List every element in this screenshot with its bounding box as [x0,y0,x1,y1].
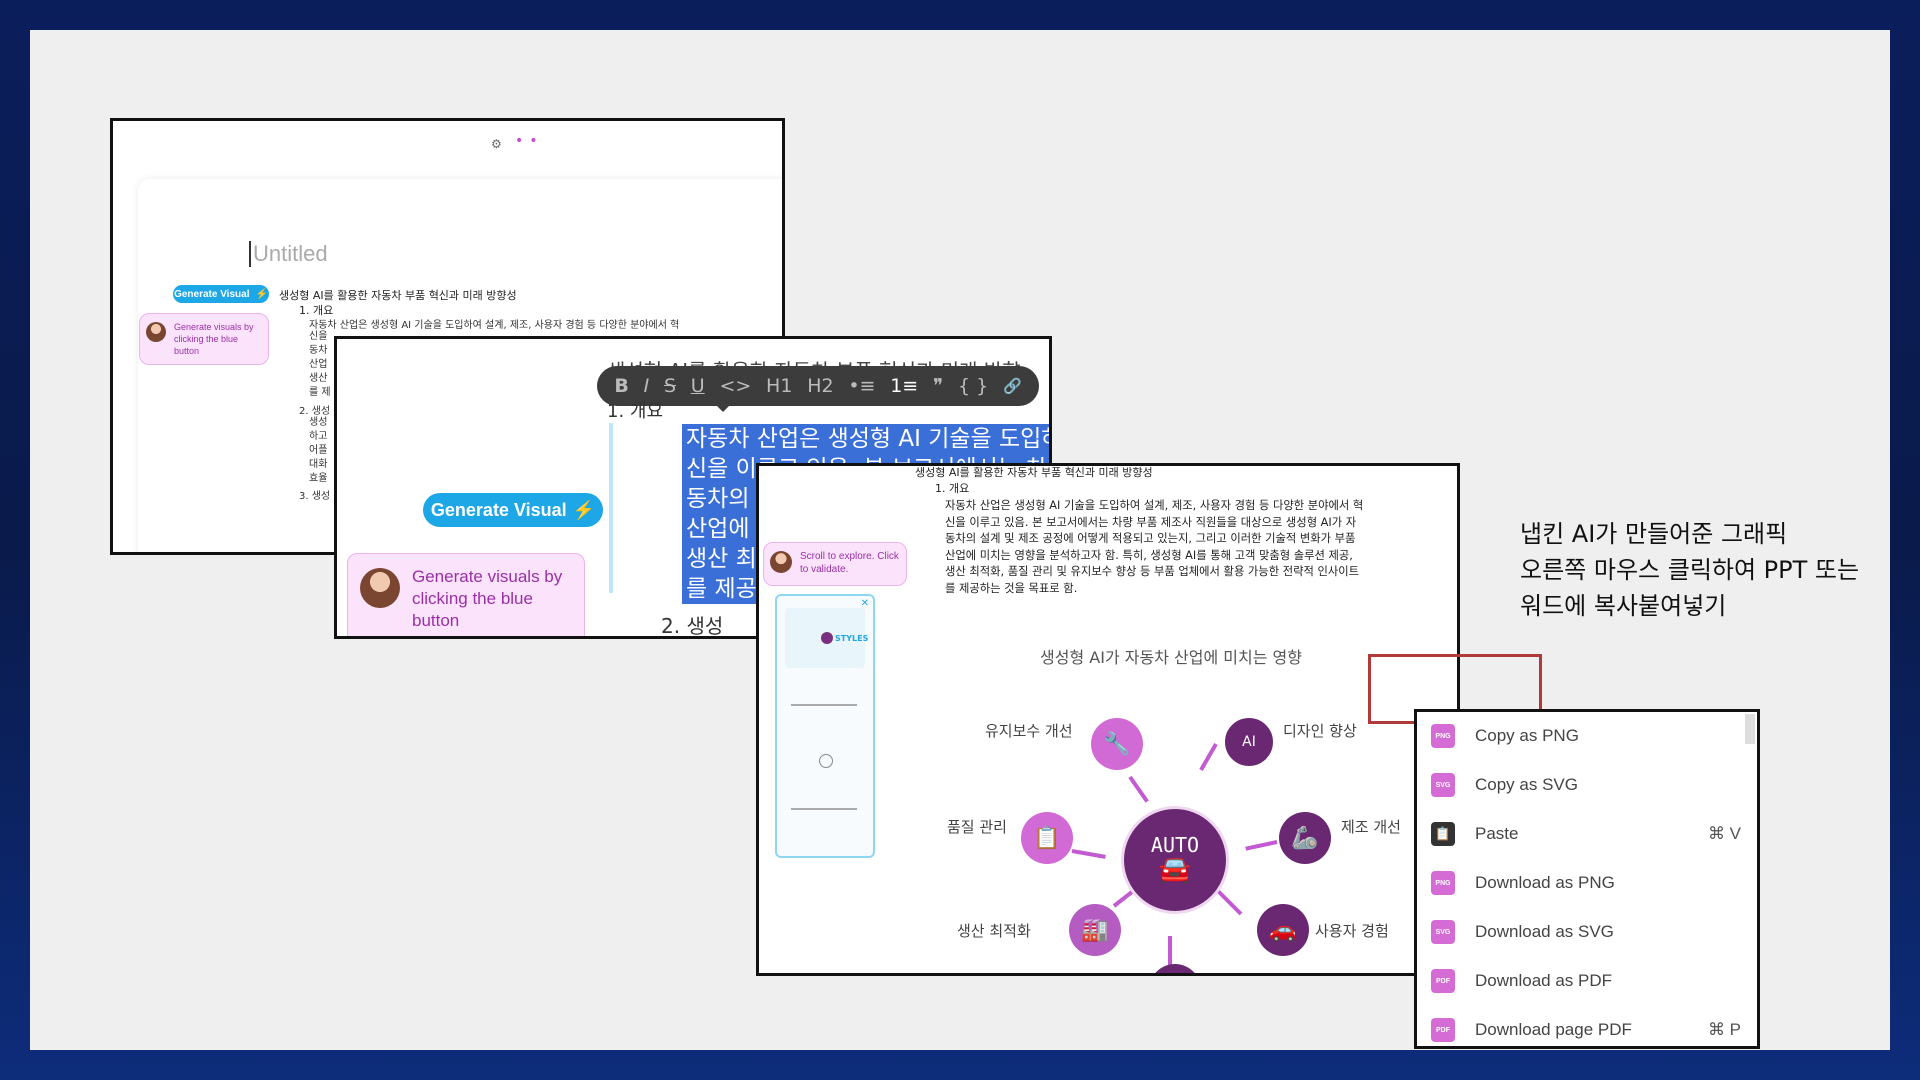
connector-arrow [1199,743,1218,771]
avatar [146,322,166,342]
bullet-list-icon[interactable]: •≡ [848,375,876,397]
generate-visual-button[interactable]: Generate Visual⚡ [423,493,603,527]
png-file-icon: PNG [1431,724,1455,748]
connector-arrow [1071,849,1106,859]
italic-icon[interactable]: I [643,375,650,397]
heading2-icon[interactable]: H2 [807,375,834,397]
underline-icon[interactable]: U [690,375,705,397]
caption-line-3: 워드에 복사붙여넣기 [1520,592,1727,620]
doc-heading: 생성형 AI를 활용한 자동차 부품 혁신과 미래 방향성 [279,289,517,302]
close-icon[interactable]: ✕ [860,598,869,609]
tooltip-generate-visuals: Generate visuals by clicking the blue bu… [347,553,585,636]
wrench-icon[interactable]: 🔧 [1091,718,1143,770]
visual-styles-panel[interactable]: ✕ STYLES [775,594,875,858]
ai-chip-icon[interactable]: AI [1223,716,1275,768]
scrollbar[interactable] [1745,714,1755,744]
clipboard-icon: 📋 [1431,822,1455,846]
node-label-manufacturing: 제조 개선 [1341,818,1401,836]
svg-download-icon: SVG [1431,920,1455,944]
avatar [360,568,400,608]
conveyor-icon[interactable]: 🏭 [1069,904,1121,956]
list-item-overview: 1. 개요 [607,401,664,422]
caption-line-1: 냅킨 AI가 만들어준 그래픽 [1520,520,1788,548]
node-label-quality: 품질 관리 [947,818,1007,836]
style-option-flow[interactable] [785,794,865,824]
slide: ⚙ •• Untitled Generate Visual⚡ Generate … [30,30,1890,1050]
generate-visual-label: Generate Visual [174,288,250,300]
generate-visual-button[interactable]: Generate Visual ⚡ [173,285,269,303]
pdf-file-icon: PDF [1431,1018,1455,1042]
style-option-mindmap[interactable]: STYLES [785,608,869,668]
clipboard-check-icon[interactable]: 📋 [1021,812,1073,864]
more-dots-icon[interactable]: •• [515,133,544,149]
quote-icon[interactable]: ❞ [932,375,944,397]
strikethrough-icon[interactable]: S [663,375,677,397]
list-item-2: 2. 생성 [299,406,331,417]
connector-arrow [1216,889,1243,916]
body-text: 자동차 산업은 생성형 AI 기술을 도입하여 설계, 제조, 사용자 경험 등… [945,499,1364,595]
styles-label: STYLES [835,634,869,643]
caption-line-2: 오른쪽 마우스 클릭하여 PPT 또는 [1520,556,1860,584]
robot-arm-icon[interactable]: 🦾 [1279,812,1331,864]
tooltip-generate-visuals: Generate visuals by clicking the blue bu… [139,313,269,365]
generate-visual-label: Generate Visual [430,499,567,520]
gear-icon[interactable]: ⚙ [491,137,502,151]
shortcut-page-pdf: ⌘ P [1707,1020,1741,1039]
lightning-icon: ⚡ [255,288,268,300]
diagram-title: 생성형 AI가 자동차 산업에 미치는 영향 [1040,648,1302,667]
list-item-overview: 1. 개요 [935,482,970,495]
heading1-icon[interactable]: H1 [766,375,793,397]
menu-item-paste[interactable]: 📋Paste⌘ V [1431,814,1741,854]
link-icon[interactable]: 🔗 [1002,377,1022,395]
formatting-toolbar: B I S U <> H1 H2 •≡ 1≡ ❞ { } 🔗 [597,366,1039,406]
avatar [770,551,792,573]
screenshot-napkin-visual: 생성형 AI를 활용한 자동차 부품 혁신과 미래 방향성 1. 개요 자동차 … [756,463,1460,976]
node-label-production: 생산 최적화 [957,922,1031,940]
selected-line-1[interactable]: 자동차 산업은 생성형 AI 기술을 도입하여 [682,424,1049,454]
tooltip-scroll-explore: Scroll to explore. Click to validate. [763,542,907,586]
list-item-3: 3. 생성 [299,491,331,502]
pdf-download-icon: PDF [1431,969,1455,993]
tooltip-text: Generate visuals by clicking the blue bu… [412,567,563,630]
tooltip-text: Generate visuals by clicking the blue bu… [174,322,254,356]
node-label-maintenance: 유지보수 개선 [985,722,1073,740]
lightning-icon: ⚡ [572,499,596,520]
numbered-list-icon[interactable]: 1≡ [890,375,919,397]
bold-icon[interactable]: B [614,375,629,397]
style-option-fishbone[interactable] [785,680,865,730]
document-title-input[interactable]: Untitled [249,241,328,267]
tooltip-text: Scroll to explore. Click to validate. [800,551,899,575]
style-option-cards[interactable] [785,834,865,854]
code-icon[interactable]: <> [719,375,752,397]
list-item-overview: 1. 개요 [299,304,334,317]
png-download-icon: PNG [1431,871,1455,895]
node-label-design: 디자인 향상 [1283,722,1357,740]
style-option-radial[interactable] [785,742,865,782]
doc-heading: 생성형 AI를 활용한 자동차 부품 혁신과 미래 방향성 [915,466,1153,479]
block-marker [609,423,613,593]
mindmap-thumb-icon [821,632,833,644]
partial-node-icon[interactable] [1149,964,1201,973]
code-block-icon[interactable]: { } [957,375,989,397]
center-node-auto[interactable]: AUTO 🚘 [1121,806,1229,914]
list-item-2: 2. 생성 [661,614,724,638]
car-icon: 🚘 [1158,855,1192,885]
connector-arrow [1128,775,1149,803]
toolbar-pointer [715,404,731,412]
body-text: 자동차 산업은 생성형 AI 기술을 도입하여 설계, 제조, 사용자 경험 등… [309,320,680,331]
connector-arrow [1245,840,1278,851]
svg-file-icon: SVG [1431,773,1455,797]
car-screen-icon[interactable]: 🚗 [1257,904,1309,956]
node-label-ux: 사용자 경험 [1315,922,1389,940]
shortcut-paste: ⌘ V [1707,824,1741,843]
